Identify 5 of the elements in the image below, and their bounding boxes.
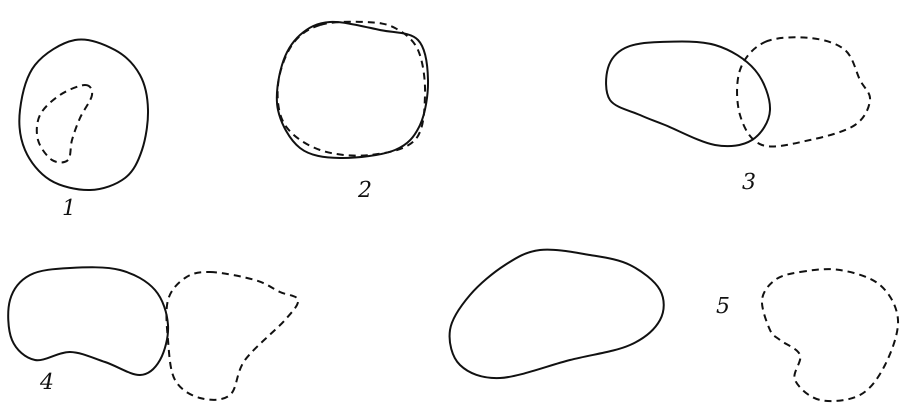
figure-number: 2 bbox=[358, 180, 372, 202]
figure-number: 3 bbox=[742, 172, 756, 194]
figure-number: 1 bbox=[62, 198, 76, 220]
figure-number: 5 bbox=[716, 296, 730, 318]
figure-number: 4 bbox=[40, 372, 54, 394]
